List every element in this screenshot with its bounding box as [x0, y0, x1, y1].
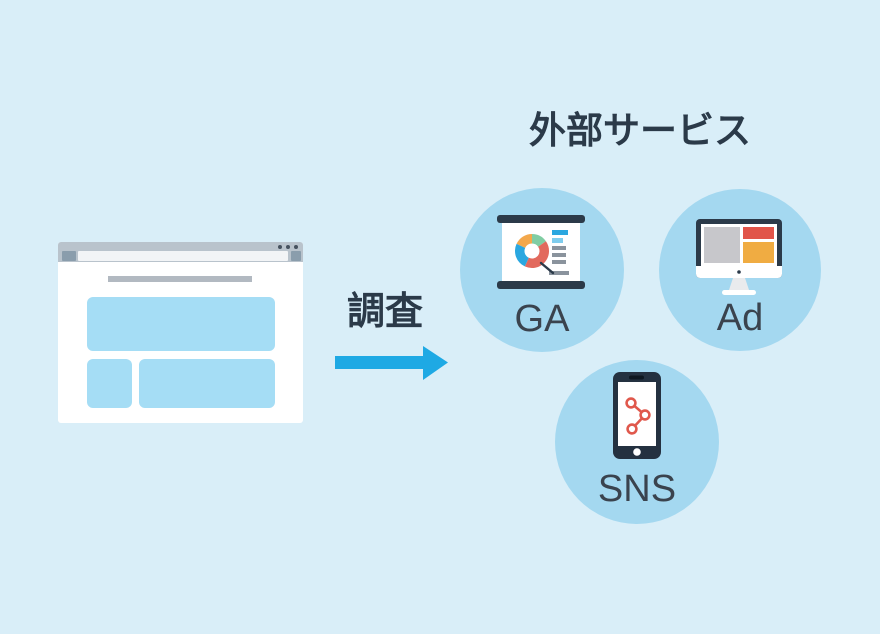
content-block-large: [87, 297, 275, 351]
service-ad: Ad: [659, 189, 821, 351]
right-arrow-icon: [335, 346, 448, 380]
browser-window-illustration: [58, 242, 303, 423]
browser-titlebar: [58, 242, 303, 262]
service-sns: SNS: [555, 360, 719, 524]
service-ga-label: GA: [514, 298, 570, 340]
page-heading-placeholder: [108, 276, 252, 282]
smartphone-share-icon: [613, 372, 661, 459]
desktop-monitor-ads-icon: [696, 219, 782, 295]
content-block-small: [87, 359, 132, 408]
service-ad-label: Ad: [716, 297, 764, 339]
service-sns-label: SNS: [597, 468, 677, 510]
survey-label: 調査: [346, 291, 423, 333]
browser-address-bar: [78, 251, 288, 261]
service-ga: GA: [460, 188, 624, 352]
external-services-title: 外部サービス: [529, 110, 751, 151]
browser-window-dots-icon: [278, 245, 298, 249]
presentation-pie-chart-icon: [497, 215, 585, 289]
content-block-wide: [139, 359, 275, 408]
browser-button-shape: [62, 251, 76, 261]
browser-menu-button-shape: [291, 251, 301, 261]
